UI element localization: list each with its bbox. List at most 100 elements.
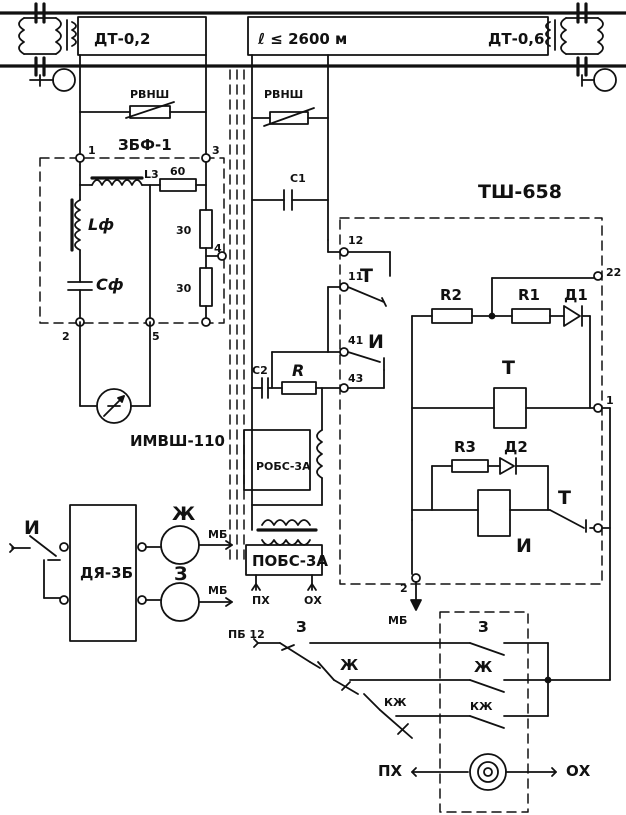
resistor-30a: [199, 209, 213, 249]
label-mb1: МБ: [208, 528, 227, 541]
contact-z: [469, 642, 505, 656]
terminal-4: [217, 251, 227, 261]
label-dt-left: ДТ-0,2: [94, 30, 150, 48]
contact-t: [549, 509, 585, 529]
labels: ДТ-0,2 ДТ-0,6 ℓ ≤ 2600 м РВНШ РВНШ ЗБФ-1…: [24, 30, 621, 780]
label-lamp-zh: Ж: [172, 503, 195, 525]
label-60: 60: [170, 165, 186, 178]
resistor-60: [159, 178, 197, 192]
relay-t: [493, 387, 527, 429]
filter-3bf1: [39, 54, 227, 327]
resistor-r1: [511, 308, 551, 324]
rvnsh-left-resistor: [129, 105, 171, 119]
buzzer-icon: [469, 753, 507, 791]
terminal-1-tsh: [593, 403, 603, 413]
ground-right-icon: [593, 68, 617, 92]
imvsh-110: [79, 321, 151, 424]
label-bzh: Ж: [474, 658, 493, 676]
label-r3: R3: [454, 438, 476, 456]
label-dt-right: ДТ-0,6: [488, 30, 544, 48]
transformer-primary: [261, 519, 311, 526]
terminal-12: [339, 247, 349, 257]
resistor-r2: [431, 308, 473, 324]
label-l3: L3: [144, 168, 159, 181]
label-pobs-bottom: ПОБС-3А: [252, 552, 328, 570]
coil-l3: [91, 179, 143, 186]
contact-kzh: [469, 715, 505, 729]
label-sw-i: И: [24, 517, 40, 539]
label-pobs-top: РОБС-3А: [256, 460, 311, 473]
label-cf: Cф: [96, 275, 124, 294]
terminal-22: [593, 271, 603, 281]
label-d1: Д1: [564, 286, 588, 304]
coil-robs: [316, 429, 323, 479]
label-r1: R1: [518, 286, 540, 304]
label-c1: C1: [290, 172, 306, 185]
resistor-30b: [199, 267, 213, 307]
relay-end-circuit: [243, 54, 391, 591]
label-c2: C2: [252, 364, 268, 377]
terminal-41: [339, 347, 349, 357]
choke-right: [247, 16, 617, 92]
label-mb2: МБ: [208, 584, 227, 597]
label-r: R: [292, 361, 304, 380]
label-s3: З: [296, 618, 307, 636]
panel-box: [439, 611, 529, 813]
dya-3b-block: [9, 504, 233, 642]
switch-t: [347, 286, 385, 303]
label-relay-i: И: [516, 535, 532, 557]
label-relay-t: Т: [502, 357, 515, 379]
label-lf: Lф: [88, 215, 114, 234]
dt-right-box: [247, 16, 549, 56]
resistor-r3: [451, 459, 489, 473]
terminal-2-tsh: [411, 573, 421, 583]
label-lamp-z: З: [174, 563, 188, 585]
control-panel: [253, 611, 611, 813]
label-n5: 5: [152, 330, 160, 343]
lamp-z-icon: [160, 582, 200, 622]
label-bkzh: КЖ: [470, 700, 493, 713]
dt-left-box: [77, 16, 207, 56]
label-t12: 12: [348, 234, 363, 247]
resistor-r: [281, 381, 317, 395]
choke-left: [18, 16, 207, 92]
diode-d1: [563, 305, 581, 327]
label-pb12: ПБ 12: [228, 628, 265, 641]
label-ox1: ОХ: [304, 594, 322, 607]
label-dya: ДЯ-3Б: [80, 564, 133, 582]
label-b3: З: [478, 618, 489, 636]
label-t41: 41: [348, 334, 363, 347]
rails: [0, 2, 626, 77]
label-rvnsh-left: РВНШ: [130, 88, 169, 101]
lamp-zh-icon: [160, 525, 200, 565]
tsh-658: [339, 217, 611, 681]
label-relay-t-n: 1: [606, 394, 614, 407]
relay-i: [477, 489, 511, 537]
label-t43: 43: [348, 372, 363, 385]
dya-box: [69, 504, 137, 642]
cable-dashed: [229, 69, 245, 561]
label-d2: Д2: [504, 438, 528, 456]
label-t11: 11: [348, 270, 363, 283]
contact-zh: [469, 679, 505, 693]
label-n22: 22: [606, 266, 621, 279]
label-px2: ПХ: [378, 762, 403, 780]
diode-d2: [499, 457, 515, 475]
label-tsh: ТШ-658: [478, 181, 562, 203]
label-rvnsh-right: РВНШ: [264, 88, 303, 101]
label-length: ℓ ≤ 2600 м: [257, 30, 347, 48]
pobs-box: [245, 544, 323, 576]
switch-i: [347, 351, 381, 363]
switch-z: [279, 642, 311, 663]
label-mb-bottom: МБ: [388, 614, 407, 627]
label-imvsh: ИМВШ-110: [130, 432, 225, 450]
label-szh: Ж: [340, 656, 359, 674]
label-switch-t: Т: [360, 265, 373, 287]
terminal-1: [75, 153, 85, 163]
filter-box: [39, 157, 225, 324]
label-n2: 2: [62, 330, 70, 343]
label-n4: 4: [214, 242, 222, 255]
label-r2: R2: [440, 286, 462, 304]
terminal-11: [339, 282, 349, 292]
